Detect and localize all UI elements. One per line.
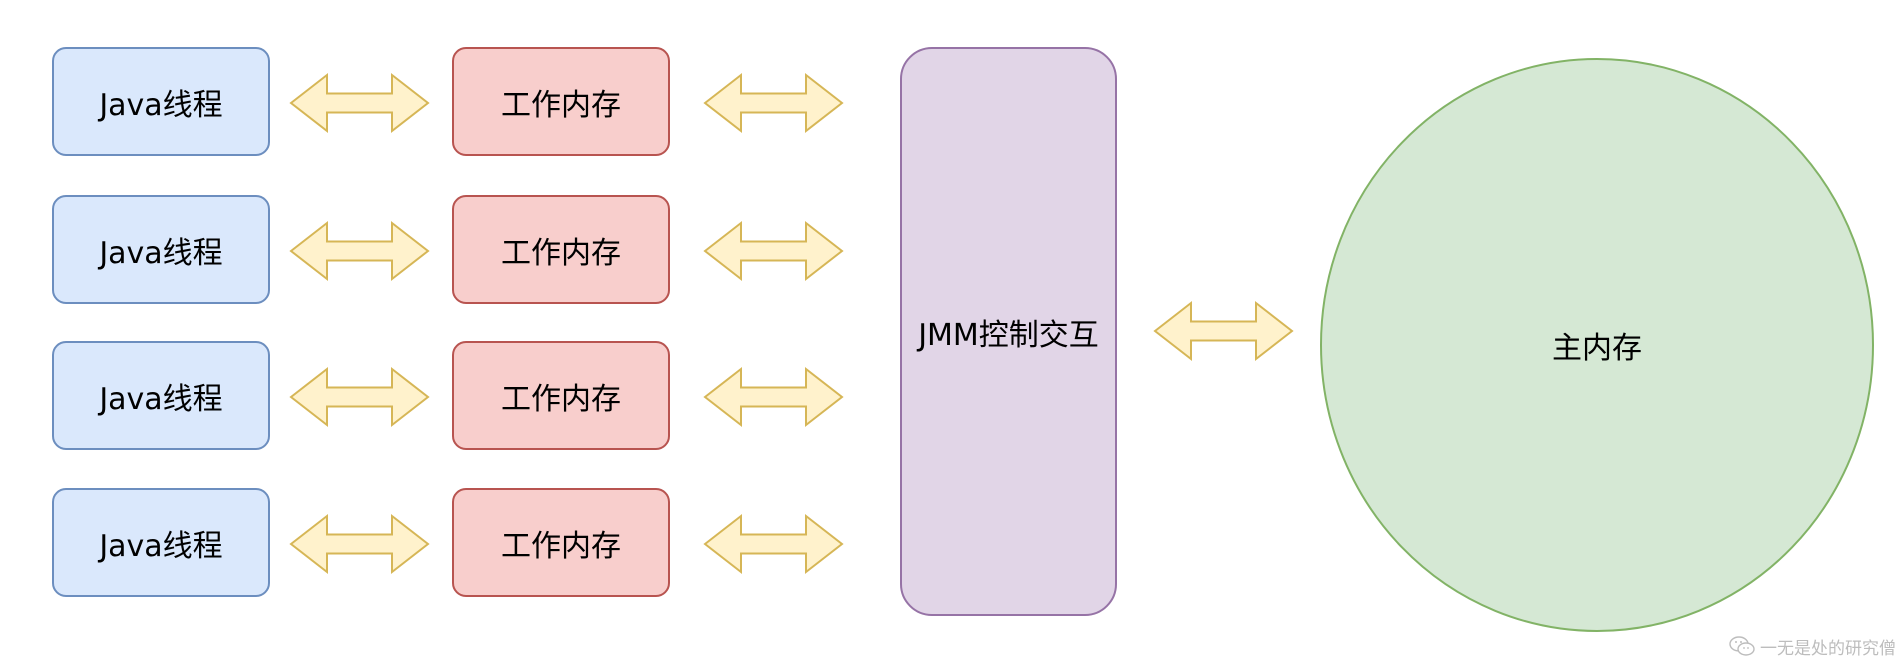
java-thread-box[interactable]: Java线程	[52, 47, 270, 156]
double-arrow-icon	[1153, 300, 1294, 362]
double-arrow-icon	[289, 72, 430, 134]
double-arrow-icon	[703, 220, 844, 282]
java-thread-box[interactable]: Java线程	[52, 341, 270, 450]
java-thread-box[interactable]: Java线程	[52, 488, 270, 597]
work-memory-label: 工作内存	[501, 381, 621, 417]
work-memory-label: 工作内存	[501, 235, 621, 271]
double-arrow-icon	[703, 72, 844, 134]
jmm-label: JMM控制交互	[918, 317, 1099, 353]
java-thread-label: Java线程	[99, 381, 223, 417]
main-memory-circle[interactable]	[1320, 58, 1874, 632]
java-thread-box[interactable]: Java线程	[52, 195, 270, 304]
work-memory-label: 工作内存	[501, 528, 621, 564]
jmm-control-box[interactable]: JMM控制交互	[900, 47, 1117, 616]
work-memory-box[interactable]: 工作内存	[452, 47, 670, 156]
watermark: 一无是处的研究僧	[1728, 634, 1896, 659]
work-memory-box[interactable]: 工作内存	[452, 195, 670, 304]
watermark-text: 一无是处的研究僧	[1760, 638, 1896, 659]
main-memory-label: 主内存	[1552, 331, 1642, 366]
work-memory-box[interactable]: 工作内存	[452, 488, 670, 597]
work-memory-label: 工作内存	[501, 87, 621, 123]
double-arrow-icon	[289, 513, 430, 575]
java-thread-label: Java线程	[99, 87, 223, 123]
java-thread-label: Java线程	[99, 528, 223, 564]
double-arrow-icon	[289, 220, 430, 282]
double-arrow-icon	[703, 513, 844, 575]
work-memory-box[interactable]: 工作内存	[452, 341, 670, 450]
double-arrow-icon	[703, 366, 844, 428]
main-memory-label-wrap: 主内存	[1321, 59, 1873, 631]
double-arrow-icon	[289, 366, 430, 428]
wechat-icon	[1729, 636, 1755, 656]
java-thread-label: Java线程	[99, 235, 223, 271]
